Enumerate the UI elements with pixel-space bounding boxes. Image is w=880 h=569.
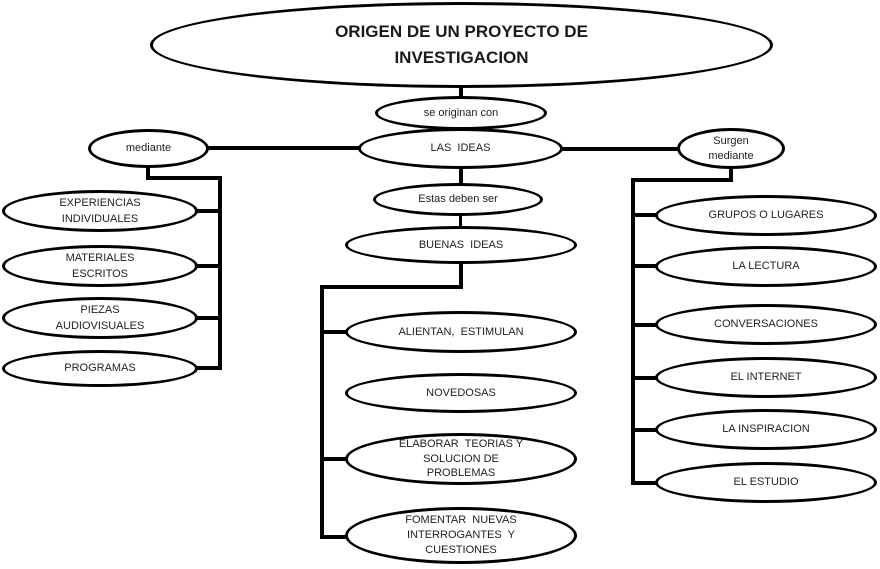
connector-ideas-surgen (559, 147, 680, 151)
connector-mediante-drop (146, 164, 150, 180)
node-root-title: ORIGEN DE UN PROYECTO DE INVESTIGACION (150, 2, 773, 88)
connector-center-elbow (320, 285, 463, 289)
node-materiales-escritos: MATERIALES ESCRITOS (2, 245, 198, 287)
node-el-estudio: EL ESTUDIO (655, 462, 877, 503)
connector-left-trunk (218, 176, 222, 370)
connector-center-stub-4 (320, 535, 350, 539)
connector-right-stub-4 (631, 376, 662, 380)
node-alientan-estimulan: ALIENTAN, ESTIMULAN (345, 311, 577, 353)
connector-right-stub-3 (631, 323, 662, 327)
connector-left-stub-3 (192, 316, 222, 320)
connector-left-stub-1 (192, 209, 222, 213)
node-piezas-audiovisuales: PIEZAS AUDIOVISUALES (2, 297, 198, 339)
node-elaborar-teorias: ELABORAR TEORIAS Y SOLUCION DE PROBLEMAS (345, 433, 577, 485)
connector-root-origin (459, 84, 463, 98)
connector-left-stub-4 (192, 366, 222, 370)
node-el-internet: EL INTERNET (655, 357, 877, 398)
connector-center-stub-1 (320, 330, 350, 334)
node-surgen-mediante: Surgen mediante (677, 128, 785, 169)
connector-right-stub-1 (631, 213, 662, 217)
connector-buenas-drop (459, 261, 463, 289)
connector-ideas-estas (459, 166, 463, 186)
connector-right-stub-5 (631, 428, 662, 432)
connector-right-elbow (631, 178, 733, 182)
node-la-lectura: LA LECTURA (655, 246, 877, 287)
connector-left-stub-2 (192, 264, 222, 268)
connector-center-stub-3 (320, 457, 350, 461)
node-las-ideas: LAS IDEAS (358, 128, 563, 169)
connector-surgen-drop (729, 164, 733, 182)
connector-right-stub-6 (631, 481, 662, 485)
connector-center-trunk (320, 285, 324, 539)
node-fomentar-interrogantes: FOMENTAR NUEVAS INTERROGANTES Y CUESTION… (345, 507, 577, 564)
node-estas-deben-ser: Estas deben ser (373, 183, 543, 216)
node-buenas-ideas: BUENAS IDEAS (345, 226, 577, 264)
node-la-inspiracion: LA INSPIRACION (655, 409, 877, 450)
connector-right-trunk (631, 178, 635, 485)
node-se-originan-con: se originan con (375, 96, 547, 130)
node-programas: PROGRAMAS (2, 350, 198, 387)
node-novedosas: NOVEDOSAS (345, 373, 577, 413)
connector-right-stub-2 (631, 264, 662, 268)
node-experiencias-individuales: EXPERIENCIAS INDIVIDUALES (2, 190, 198, 232)
node-mediante: mediante (88, 129, 209, 168)
node-grupos-o-lugares: GRUPOS O LUGARES (655, 195, 877, 236)
connector-left-elbow (146, 176, 222, 180)
connector-estas-buenas (459, 213, 462, 229)
node-conversaciones: CONVERSACIONES (655, 304, 877, 345)
connector-ideas-mediante (206, 146, 362, 150)
